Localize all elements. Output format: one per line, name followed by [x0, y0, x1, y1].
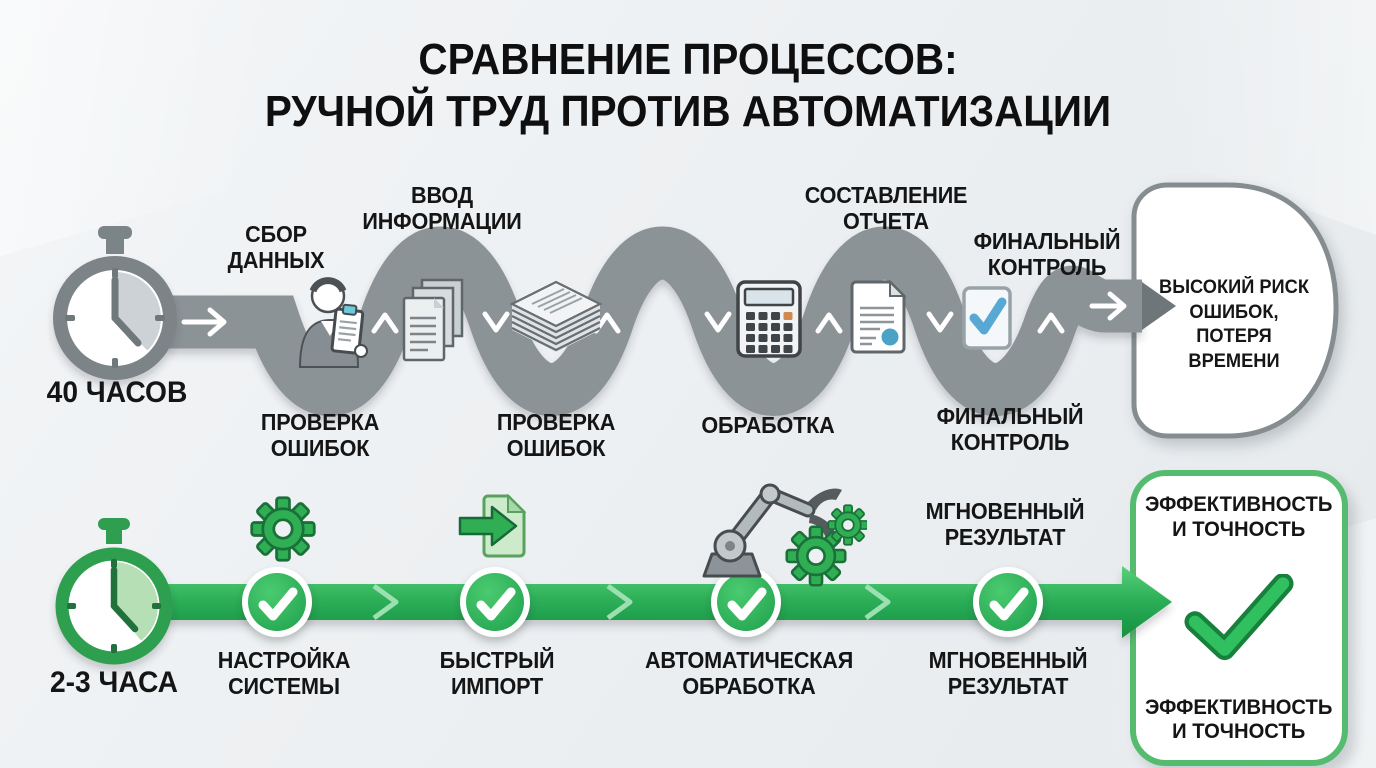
step-final-control-1: ФИНАЛЬНЫЙ КОНТРОЛЬ [973, 228, 1121, 280]
risk-bubble [1131, 182, 1339, 439]
check-badge-icon [460, 567, 530, 637]
risk-outcome-text: ВЫСОКИЙ РИСК ОШИБОК, ПОТЕРЯ ВРЕМЕНИ [1159, 277, 1309, 373]
step-processing: ОБРАБОТКА [701, 412, 835, 438]
check-badge-icon [973, 567, 1043, 637]
step-data-entry: ВВОД ИНФОРМАЦИИ [362, 182, 522, 234]
manual-duration: 40 ЧАСОВ [46, 376, 188, 409]
file-import-icon [458, 494, 527, 558]
page-title: СРАВНЕНИЕ ПРОЦЕССОВ: РУЧНОЙ ТРУД ПРОТИВ … [55, 34, 1321, 138]
check-badge-icon [242, 567, 312, 637]
step-instant-result-1: МГНОВЕННЫЙ РЕЗУЛЬТАТ [925, 498, 1085, 550]
winding-path [165, 226, 1176, 416]
step-system-setup: НАСТРОЙКА СИСТЕМЫ [217, 647, 351, 699]
robot-arm-gears-icon [702, 483, 867, 587]
big-checkmark-icon [1184, 574, 1294, 661]
step-instant-result-2: МГНОВЕННЫЙ РЕЗУЛЬТАТ [928, 647, 1088, 699]
step-final-control-2: ФИНАЛЬНЫЙ КОНТРОЛЬ [936, 403, 1084, 455]
stopwatch-gray-icon [53, 226, 177, 380]
report-document-icon [850, 280, 907, 354]
step-auto-processing: АВТОМАТИЧЕСКАЯ ОБРАБОТКА [644, 647, 854, 699]
progress-bar [150, 540, 1172, 670]
step-report-writing: СОСТАВЛЕНИЕ ОТЧЕТА [804, 182, 968, 234]
gear-icon [250, 496, 316, 562]
efficiency-text-bottom: ЭФФЕКТИВНОСТЬ И ТОЧНОСТЬ [1145, 694, 1333, 744]
title-line-1: СРАВНЕНИЕ ПРОЦЕССОВ: [418, 35, 958, 84]
efficiency-text-top: ЭФФЕКТИВНОСТЬ И ТОЧНОСТЬ [1145, 492, 1333, 541]
step-data-collection: СБОР ДАННЫХ [227, 221, 325, 273]
paper-stack-icon [509, 280, 603, 352]
checkbox-checked-icon [962, 286, 1012, 350]
stopwatch-green-icon [55, 518, 173, 665]
step-fast-import: БЫСТРЫЙ ИМПОРТ [439, 647, 555, 699]
result-box: ЭФФЕКТИВНОСТЬ И ТОЧНОСТЬ ЭФФЕКТИВНОСТЬ И… [1130, 470, 1348, 766]
person-clipboard-icon [298, 277, 368, 368]
calculator-icon [736, 280, 802, 358]
title-line-2: РУЧНОЙ ТРУД ПРОТИВ АВТОМАТИЗАЦИИ [264, 86, 1112, 136]
documents-stack-icon [402, 278, 464, 362]
step-error-check-1: ПРОВЕРКА ОШИБОК [260, 409, 380, 461]
flow-arrow-icons [181, 291, 1127, 337]
auto-duration: 2-3 ЧАСА [49, 666, 179, 699]
step-error-check-2: ПРОВЕРКА ОШИБОК [496, 409, 616, 461]
bar-chevron-separators [372, 583, 891, 621]
